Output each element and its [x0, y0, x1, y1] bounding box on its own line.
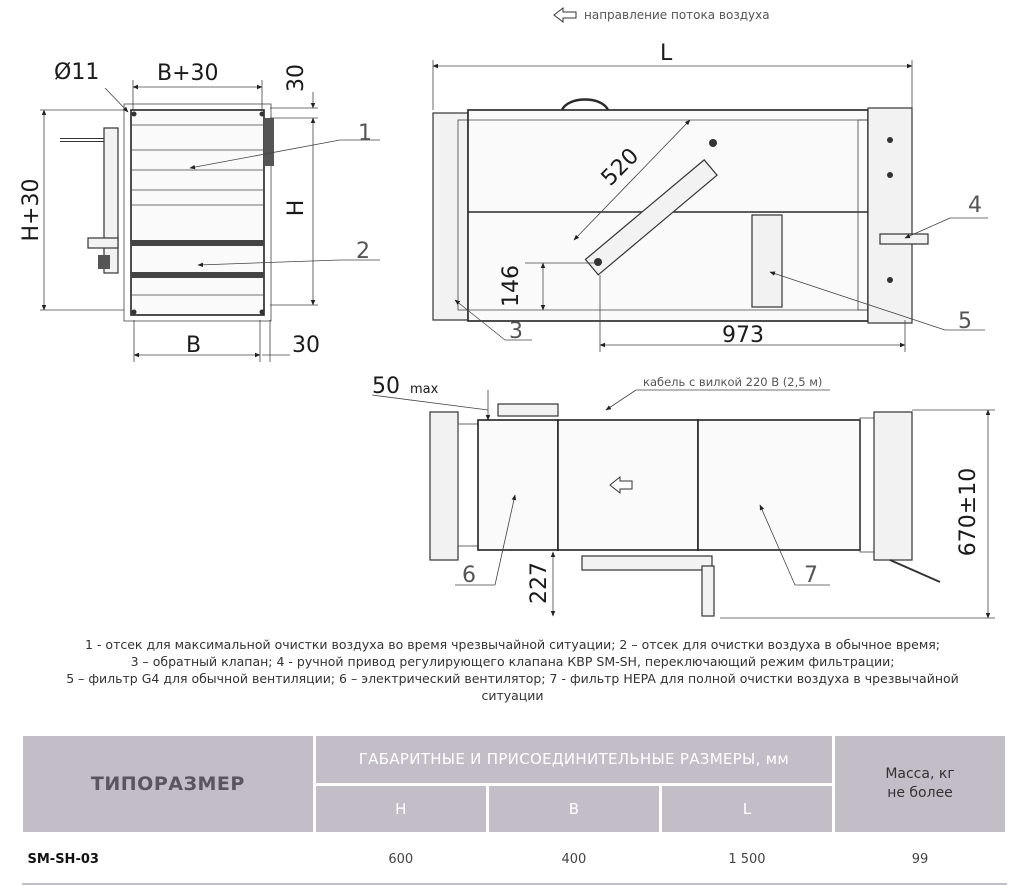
flow-arrow-icon	[553, 6, 577, 24]
legend-line-2: 3 – обратный клапан; 4 - ручной привод р…	[130, 654, 895, 669]
dim-30-top: 30	[284, 64, 309, 92]
front-view: Ø11 B+30 H+30 30 H B 30 1 2	[19, 60, 380, 362]
dim-50: 50	[372, 374, 400, 399]
dimensions-group-header: ГАБАРИТНЫЕ И ПРИСОЕДИНИТЕЛЬНЫЕ РАЗМЕРЫ, …	[312, 733, 836, 786]
dim-30-bottom: 30	[292, 333, 320, 358]
dim-b: B	[186, 333, 201, 358]
mass-header-line-1: Масса, кг	[885, 766, 955, 782]
callout-6: 6	[462, 563, 476, 588]
legend: 1 - отсек для максимальной очистки возду…	[40, 636, 985, 704]
legend-line-3: 5 – фильтр G4 для обычной вентиляции; 6 …	[66, 671, 959, 686]
table-row: SM-SH-03 600 400 1 500 99	[21, 833, 1007, 885]
flow-direction-note: направление потока воздуха	[553, 6, 770, 24]
technical-drawing: направление потока воздуха	[19, 6, 995, 619]
dim-146: 146	[499, 265, 524, 307]
callout-3: 3	[509, 319, 523, 344]
top-view: 50 max кабель с вилкой 220 В (2,5 м) 670…	[371, 374, 995, 619]
sub-header-l: L	[658, 782, 836, 835]
sub-header-h: H	[312, 782, 489, 835]
dim-l: L	[660, 41, 673, 66]
cable-note: кабель с вилкой 220 В (2,5 м)	[643, 375, 822, 389]
size-header: ТИПОРАЗМЕР	[20, 733, 316, 835]
callout-2: 2	[356, 239, 370, 264]
callout-5: 5	[958, 309, 972, 334]
dim-h: H	[284, 200, 309, 217]
mass-header: Масса, кг не более	[832, 733, 1008, 835]
dim-max-label: max	[410, 382, 439, 397]
dim-227: 227	[527, 562, 552, 604]
dim-diameter-11: Ø11	[54, 60, 99, 85]
l-cell: 1 500	[660, 833, 834, 885]
dim-h-plus-30: H+30	[19, 179, 44, 242]
b-cell: 400	[487, 833, 661, 885]
dim-670: 670±10	[956, 468, 981, 556]
dim-b-plus-30: B+30	[157, 61, 219, 86]
flow-direction-label: направление потока воздуха	[584, 8, 770, 22]
callout-4: 4	[968, 193, 982, 218]
airflow-arrow-icon	[609, 475, 633, 495]
side-view: L 520 146 973 3 4 5	[432, 41, 988, 352]
legend-line-1: 1 - отсек для максимальной очистки возду…	[85, 637, 940, 652]
dim-973: 973	[722, 323, 764, 348]
mass-cell: 99	[833, 833, 1007, 885]
legend-line-4: ситуации	[481, 688, 544, 703]
spec-table: ТИПОРАЗМЕР ГАБАРИТНЫЕ И ПРИСОЕДИНИТЕЛЬНЫ…	[20, 733, 1008, 885]
h-cell: 600	[314, 833, 488, 885]
model-cell: SM-SH-03	[21, 833, 315, 885]
callout-1: 1	[358, 121, 372, 146]
sub-header-b: B	[485, 782, 662, 835]
callout-7: 7	[804, 563, 818, 588]
mass-header-line-2: не более	[887, 785, 953, 801]
